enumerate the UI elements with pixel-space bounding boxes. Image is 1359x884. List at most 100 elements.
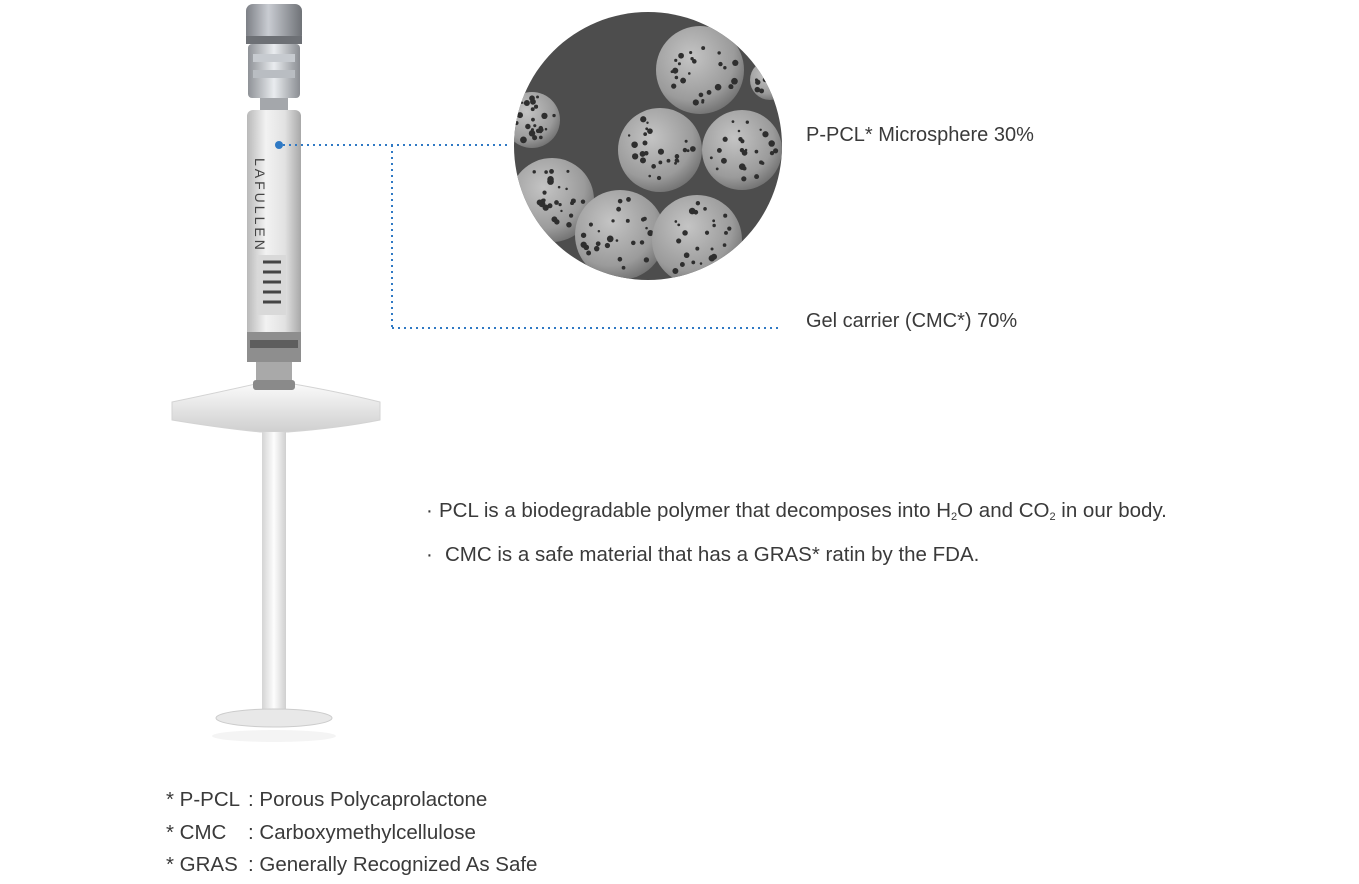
microsphere-pore	[769, 68, 775, 74]
microsphere-pore	[631, 141, 638, 149]
microsphere-pore	[523, 101, 527, 105]
microsphere-pore	[544, 170, 548, 174]
microsphere-pore	[646, 121, 649, 124]
microsphere-pore	[778, 85, 782, 90]
note-pcl-text-1: PCL is a biodegradable polymer that deco…	[439, 499, 952, 522]
microsphere-pore	[699, 262, 703, 265]
microsphere-pore	[692, 99, 699, 106]
microsphere-pore	[724, 230, 728, 235]
microsphere-pore	[566, 169, 570, 173]
microsphere-pore	[593, 245, 600, 252]
microsphere-pore	[528, 130, 536, 137]
microsphere-pore	[767, 61, 773, 67]
microsphere-pore	[566, 222, 572, 228]
microsphere-pore	[759, 67, 763, 72]
microsphere-pore	[691, 260, 696, 265]
microsphere-pore	[683, 252, 690, 259]
microsphere-pore	[741, 150, 748, 156]
microsphere-pore	[625, 218, 630, 223]
callout-gel-carrier: Gel carrier (CMC*) 70%	[806, 310, 1018, 332]
microsphere-pore	[718, 61, 723, 67]
microsphere	[575, 190, 665, 280]
microsphere-pore	[671, 83, 677, 89]
syringe-cap	[246, 4, 302, 44]
microsphere-pore	[645, 226, 648, 230]
microsphere-pore	[777, 84, 782, 92]
microsphere-pore	[709, 156, 713, 160]
microsphere-pore	[775, 64, 782, 71]
microsphere-pore	[674, 161, 677, 165]
microsphere-pore	[586, 250, 592, 256]
microsphere-pore	[764, 62, 767, 66]
microsphere-pore	[760, 161, 765, 165]
microsphere-pore	[714, 268, 720, 274]
microsphere-pore	[647, 128, 653, 135]
microsphere-pore	[547, 176, 554, 183]
microsphere-pore	[606, 235, 614, 243]
footnote-definition: : Generally Recognized As Safe	[248, 853, 538, 876]
microsphere-pore	[759, 88, 765, 94]
microsphere-pore	[642, 216, 647, 221]
microsphere-pore	[686, 149, 690, 153]
microsphere-pore	[639, 240, 645, 245]
note-pcl-text-2: O and CO	[957, 499, 1050, 522]
microsphere-pore	[774, 84, 780, 89]
microsphere-pore	[533, 124, 537, 128]
microsphere-pore	[631, 240, 636, 246]
microsphere-pore	[768, 140, 775, 147]
microsphere-pore	[541, 112, 548, 120]
microsphere-pore	[551, 216, 558, 223]
microsphere-pore	[682, 230, 688, 236]
microsphere-pore	[723, 66, 727, 70]
footnote-term: * P-PCL	[166, 788, 241, 811]
microsphere-pore	[588, 222, 593, 227]
microsphere-pore	[621, 265, 626, 270]
microsphere-pore	[597, 230, 601, 233]
microsphere-pore	[514, 109, 517, 115]
microsphere-pore	[732, 59, 739, 66]
microsphere-pore	[680, 77, 687, 84]
microsphere-pore	[615, 239, 619, 242]
microsphere-pore	[544, 127, 548, 131]
syringe-illustration	[171, 4, 381, 742]
microsphere-pore	[549, 169, 554, 174]
microsphere-pore	[780, 86, 782, 90]
microsphere-pore	[536, 95, 539, 99]
microsphere-pore	[712, 219, 716, 223]
microsphere-pore	[717, 51, 721, 55]
microsphere-pore	[611, 219, 615, 223]
microsphere-pore	[656, 175, 662, 181]
microsphere-pore	[741, 176, 747, 182]
microsphere-pore	[745, 120, 749, 124]
microsphere-pore	[570, 198, 576, 204]
microsphere-pore	[729, 85, 734, 89]
microsphere-pore	[695, 201, 701, 206]
note-pcl-text-3: in our body.	[1055, 499, 1167, 522]
microsphere-pore	[672, 67, 679, 74]
microsphere-pore	[679, 262, 685, 267]
syringe-flange	[171, 380, 381, 433]
note-cmc: · CMC is a safe material that has a GRAS…	[426, 542, 1256, 568]
microsphere-pore	[769, 151, 775, 156]
microsphere-pore	[678, 52, 684, 59]
microsphere-pore	[616, 206, 622, 212]
microsphere-pore	[677, 223, 681, 227]
microsphere-pore	[775, 77, 781, 83]
microsphere-pore	[533, 104, 539, 109]
microsphere-pore	[648, 174, 652, 178]
note-bullet: ·	[426, 543, 433, 566]
microsphere-pore	[682, 147, 688, 153]
microsphere-pore	[677, 62, 681, 66]
microsphere-pore	[712, 223, 716, 228]
microsphere-pore	[676, 238, 682, 244]
microsphere	[656, 26, 744, 114]
microsphere-pore	[642, 140, 648, 146]
microsphere-pore	[708, 255, 716, 262]
microsphere-pore	[542, 190, 547, 195]
microsphere-pore	[737, 129, 741, 133]
syringe-plunger	[212, 432, 336, 742]
microsphere-pore	[542, 204, 549, 211]
microsphere-pore	[580, 232, 587, 238]
microsphere-pore	[764, 78, 768, 82]
microsphere-pore	[530, 107, 535, 112]
